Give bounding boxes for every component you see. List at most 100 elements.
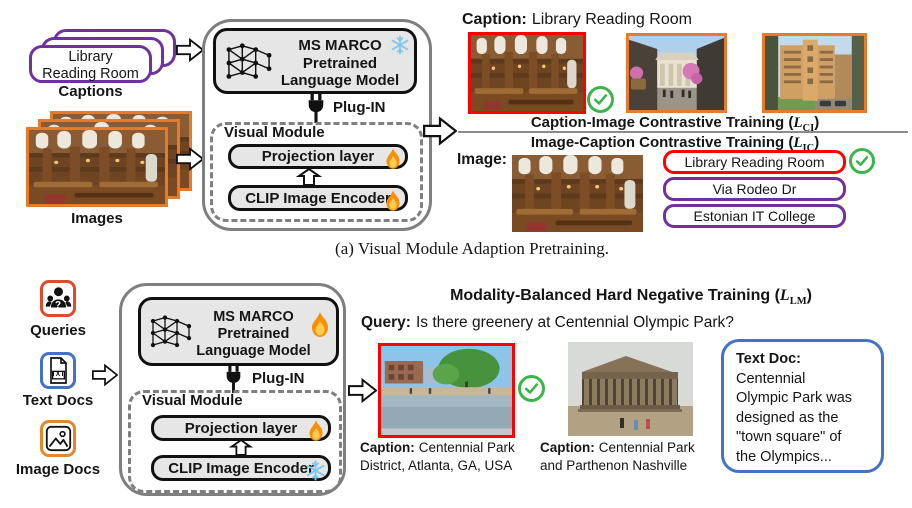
- projection-layer-box-a: Projection layer: [228, 144, 408, 169]
- rodeo-drive-photo: [629, 36, 724, 110]
- projection-layer-box-b: Projection layer: [151, 415, 331, 441]
- module-b-output-arrow-icon: [348, 377, 377, 404]
- image-docs-icon: [40, 420, 76, 457]
- module-a-output-arrow-icon: [423, 116, 457, 146]
- title-close: ): [806, 287, 812, 304]
- library-reading-room-photo: [29, 130, 165, 204]
- up-arrow-icon: [296, 168, 322, 186]
- projection-layer-label: Projection layer: [261, 148, 375, 165]
- caption-right-text: Centennial Park and Parthenon Nashville: [540, 440, 695, 473]
- flame-icon: [312, 312, 328, 337]
- caption-image-loss-label: Caption-Image Contrastive Training (LCI): [450, 114, 900, 134]
- query-row: Query:Is there greenery at Centennial Ol…: [361, 314, 734, 332]
- loss-ci-text: Caption-Image Contrastive Training (: [530, 114, 794, 131]
- snowflake-icon: [391, 35, 409, 55]
- people-icon: [45, 287, 71, 308]
- positive-image-library: [468, 32, 586, 114]
- library-reading-room-photo: [512, 155, 643, 232]
- docs-flow-arrow-icon: [92, 363, 118, 387]
- visual-module-box-a: [210, 122, 423, 222]
- negative-image-building: [762, 33, 867, 113]
- loss-subscript: IC: [802, 143, 815, 154]
- flame-icon: [309, 420, 323, 441]
- check-icon: [849, 148, 875, 174]
- library-reading-room-photo: [471, 35, 583, 111]
- clip-encoder-box-a: CLIP Image Encoder: [228, 185, 408, 211]
- text-doc-body: Centennial Olympic Park was designed as …: [736, 370, 853, 465]
- divider-line: [458, 131, 908, 133]
- network-icon: [150, 315, 192, 348]
- language-model-box-b: MS MARCO Pretrained Language Model: [138, 297, 339, 366]
- language-model-label: MS MARCO Pretrained Language Model: [196, 309, 311, 359]
- candidate-caption-positive: Library Reading Room: [663, 150, 846, 174]
- plug-in-label-a: Plug-IN: [333, 99, 386, 116]
- positive-image-park: [378, 343, 515, 438]
- image-row-label: Image:: [457, 151, 507, 168]
- query-caption-row: Caption:Library Reading Room: [462, 11, 692, 29]
- loss-subscript: LM: [789, 296, 807, 308]
- loss-subscript: CI: [802, 123, 815, 134]
- clip-encoder-label: CLIP Image Encoder: [168, 459, 314, 477]
- text-docs-icon: TXT: [40, 352, 76, 389]
- check-icon: [587, 86, 614, 113]
- loss-symbol: L: [793, 115, 803, 131]
- loss-ic-text: Image-Caption Contrastive Training (: [530, 134, 794, 151]
- plug-in-label-b: Plug-IN: [252, 370, 305, 387]
- image-caption-loss-label: Image-Caption Contrastive Training (LIC): [450, 134, 900, 154]
- candidate-caption-negative: Via Rodeo Dr: [663, 177, 846, 201]
- caption-prefix: Caption:: [360, 440, 415, 455]
- flame-icon: [386, 148, 400, 169]
- centennial-park-photo: [381, 346, 512, 435]
- queries-label: Queries: [30, 322, 86, 339]
- query-image-library: [512, 155, 643, 232]
- figure-caption-a: (a) Visual Module Adaption Pretraining.: [335, 239, 609, 258]
- caption-prefix: Caption:: [462, 11, 527, 28]
- language-model-label: MS MARCO Pretrained Language Model: [280, 37, 400, 89]
- it-college-photo: [765, 36, 864, 110]
- images-flow-arrow-icon: [176, 146, 204, 172]
- captions-label: Captions: [58, 83, 123, 100]
- txt-badge: TXT: [51, 371, 65, 378]
- clip-encoder-label: CLIP Image Encoder: [245, 189, 391, 207]
- network-icon: [226, 43, 272, 79]
- question-mark-glyph: ?: [54, 300, 62, 311]
- projection-layer-label: Projection layer: [184, 419, 298, 437]
- text-doc-box: Text Doc: Centennial Olympic Park was de…: [721, 339, 884, 473]
- caption-left: Caption:Centennial Park District, Atlant…: [360, 439, 522, 475]
- images-label: Images: [71, 210, 123, 227]
- caption-text: Library Reading Room: [531, 11, 692, 28]
- parthenon-photo: [568, 342, 693, 436]
- title-text: Modality-Balanced Hard Negative Training…: [450, 287, 780, 304]
- snowflake-icon: [306, 460, 325, 481]
- candidate-caption-negative: Estonian IT College: [663, 204, 846, 228]
- caption-right: Caption:Centennial Park and Parthenon Na…: [540, 439, 714, 475]
- negative-image-street: [626, 33, 727, 113]
- visual-module-box-b: [128, 390, 342, 493]
- text-doc-title: Text Doc:: [736, 351, 801, 367]
- query-text: Is there greenery at Centennial Olympic …: [415, 314, 734, 331]
- document-icon: [49, 357, 67, 384]
- queries-icon: ?: [40, 280, 76, 317]
- captions-flow-arrow-icon: [176, 37, 204, 63]
- visual-module-label-a: Visual Module: [224, 124, 325, 141]
- plug-icon: [223, 365, 244, 394]
- language-model-box-a: MS MARCO Pretrained Language Model: [213, 28, 417, 94]
- check-icon: [518, 375, 545, 402]
- caption-card-text: Library Reading Room: [42, 49, 139, 82]
- loss-symbol: L: [793, 135, 803, 151]
- flame-icon: [386, 190, 400, 211]
- clip-encoder-box-b: CLIP Image Encoder: [151, 455, 331, 481]
- up-arrow-icon: [229, 439, 253, 456]
- visual-module-label-b: Visual Module: [142, 392, 243, 409]
- image-docs-label: Image Docs: [15, 461, 101, 478]
- text-docs-label: Text Docs: [22, 392, 94, 409]
- loss-close: ): [814, 134, 820, 151]
- plug-icon: [305, 93, 327, 124]
- loss-close: ): [814, 114, 820, 131]
- caption-left-text: Centennial Park District, Atlanta, GA, U…: [360, 440, 515, 473]
- negative-image-parthenon: [568, 342, 693, 436]
- picture-icon: [45, 425, 71, 452]
- image-stack-front: [26, 127, 168, 207]
